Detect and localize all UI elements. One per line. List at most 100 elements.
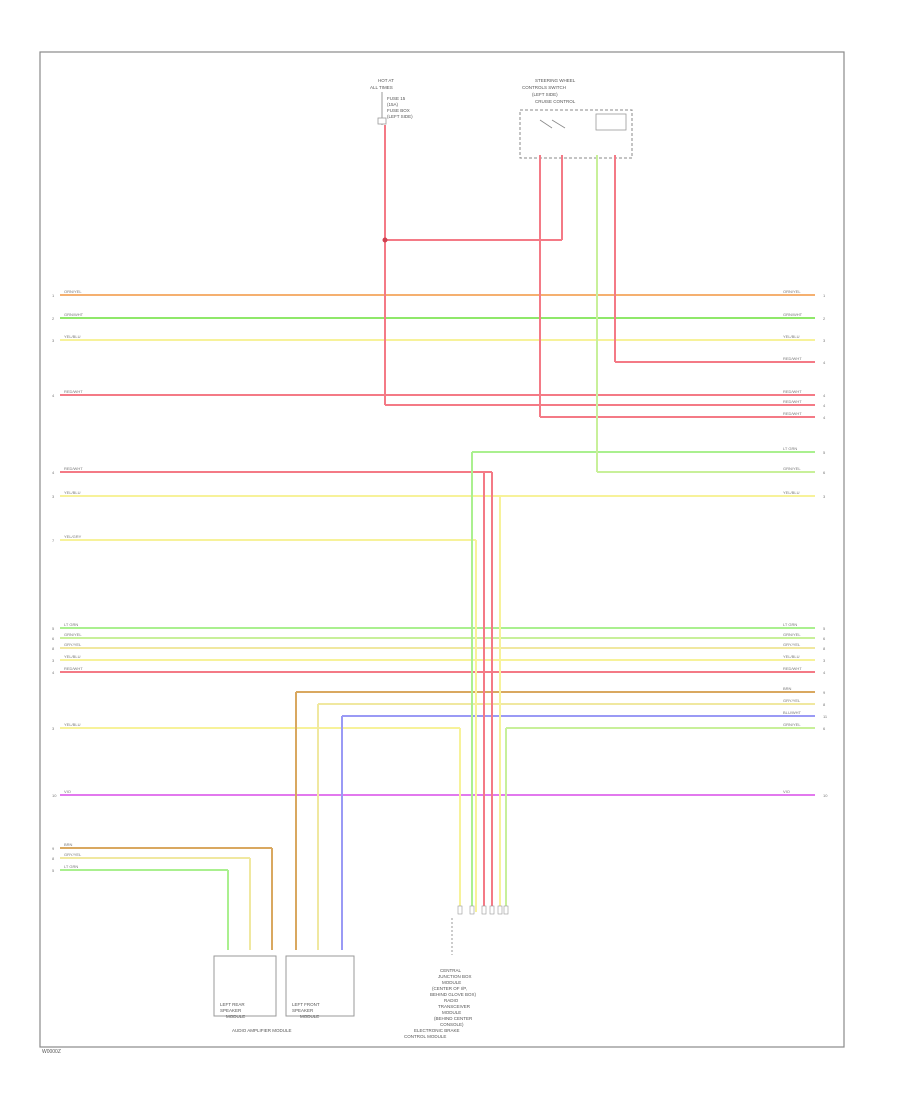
pin-number-right: 2 xyxy=(823,316,826,321)
module-label-3: MODULE xyxy=(442,980,461,985)
pin-number-right: 10 xyxy=(823,793,828,798)
connector-pin xyxy=(503,905,509,915)
fuse-label-2: ALL TIMES xyxy=(370,85,393,90)
wire-label-right: RED/WHT xyxy=(783,666,802,671)
wire-label-left: LT GRN xyxy=(64,864,78,869)
wire-label-right: RED/WHT xyxy=(783,389,802,394)
wire-harness xyxy=(60,294,815,871)
speaker-1-label-2: SPEAKER xyxy=(220,1008,242,1013)
pin-number-right: 3 xyxy=(823,658,826,663)
connector-pin xyxy=(457,905,463,915)
bottom-left-connectors: LEFT REAR SPEAKER MODULE LEFT FRONT SPEA… xyxy=(213,955,355,1033)
pin-number-right: 8 xyxy=(823,646,826,651)
switch-label-1: STEERING WHEEL xyxy=(535,78,576,83)
wire-label-right: YEL/BLU xyxy=(783,490,800,495)
pin-number-left: 5 xyxy=(52,868,55,873)
wire-label-right: GRN/YEL xyxy=(783,632,801,637)
wire-label-left: GRY/YEL xyxy=(64,642,82,647)
fuse-component: HOT AT ALL TIMES FUSE 15 (15A) FUSE BOX … xyxy=(370,78,413,125)
wire-label-right: BRN xyxy=(783,686,792,691)
pin-number-left: 4 xyxy=(52,670,55,675)
pin-number-right: 3 xyxy=(823,338,826,343)
connector-pin xyxy=(497,905,503,915)
wire-label-left: YEL/BLU xyxy=(64,722,81,727)
wire-label-right: LT GRN xyxy=(783,446,797,451)
wire-label-left: RED/WHT xyxy=(64,389,83,394)
switch-label-4: CRUISE CONTROL xyxy=(535,99,576,104)
wire-label-left: RED/WHT xyxy=(64,466,83,471)
pin-number-left: 4 xyxy=(52,470,55,475)
connector-pin xyxy=(481,905,487,915)
fuse-label-1: HOT AT xyxy=(378,78,394,83)
wire-label-left: LT GRN xyxy=(64,622,78,627)
pin-number-left: 3 xyxy=(52,338,55,343)
switch-label-2: CONTROLS SWITCH xyxy=(522,85,566,90)
wire-label-left: GRY/YEL xyxy=(64,852,82,857)
module-label-2: JUNCTION BOX xyxy=(438,974,472,979)
wire-label-left: VIO xyxy=(64,789,71,794)
module-label-11: ELECTRONIC BRAKE xyxy=(414,1028,460,1033)
speaker-1-label-3: MODULE xyxy=(226,1014,245,1019)
wire-label-left: RED/WHT xyxy=(64,666,83,671)
diagram-frame xyxy=(39,51,845,1048)
pin-number-right: 4 xyxy=(823,670,826,675)
speaker-2-label-2: SPEAKER xyxy=(292,1008,314,1013)
wire-label-left: ORN/YEL xyxy=(64,289,82,294)
module-label-9: (BEHIND CENTER xyxy=(434,1016,473,1021)
module-label-8: MODULE xyxy=(442,1010,461,1015)
wire-label-right: LT GRN xyxy=(783,622,797,627)
pin-number-left: 7 xyxy=(52,538,55,543)
wire-label-right: YEL/BLU xyxy=(783,654,800,659)
wire-label-left: GRN/WHT xyxy=(64,312,84,317)
diagram-id: W0000Z xyxy=(42,1049,61,1055)
pin-number-right: 6 xyxy=(823,726,826,731)
pin-number-right: 5 xyxy=(823,626,826,631)
wire-label-right: GRY/YEL xyxy=(783,698,801,703)
amplifier-caption: AUDIO AMPLIFIER MODULE xyxy=(232,1028,292,1033)
wire-label-right: RED/WHT xyxy=(783,411,802,416)
wire-label-right: GRY/YEL xyxy=(783,642,801,647)
pin-number-left: 3 xyxy=(52,658,55,663)
wire-label-left: YEL/BLU xyxy=(64,490,81,495)
wire-label-right: RED/WHT xyxy=(783,399,802,404)
connector-pin xyxy=(489,905,495,915)
fuse-label-5: FUSE BOX xyxy=(387,108,410,113)
wire-label-right: ORN/YEL xyxy=(783,289,801,294)
pin-number-left: 1 xyxy=(52,293,55,298)
fuse-label-4: (15A) xyxy=(387,102,399,107)
pin-number-right: 6 xyxy=(823,470,826,475)
wire-label-right: VIO xyxy=(783,789,790,794)
module-label-7: TRANSCEIVER xyxy=(438,1004,471,1009)
pin-number-left: 9 xyxy=(52,846,55,851)
pin-number-left: 3 xyxy=(52,494,55,499)
wire-label-right: RED/WHT xyxy=(783,356,802,361)
connector-pin xyxy=(469,905,475,915)
pin-number-right: 6 xyxy=(823,636,826,641)
pin-number-right: 5 xyxy=(823,450,826,455)
pin-number-right: 4 xyxy=(823,403,826,408)
switch-label-3: (LEFT SIDE) xyxy=(532,92,558,97)
pin-number-right: 4 xyxy=(823,393,826,398)
wire-label-right: GRN/YEL xyxy=(783,722,801,727)
pin-number-left: 6 xyxy=(52,636,55,641)
module-label-5: BEHIND GLOVE BOX) xyxy=(430,992,477,997)
pin-number-right: 3 xyxy=(823,494,826,499)
wire-label-left: GRN/YEL xyxy=(64,632,82,637)
module-label-10: CONSOLE) xyxy=(440,1022,464,1027)
wire-label-left: YEL/GRY xyxy=(64,534,82,539)
pin-number-left: 10 xyxy=(52,793,57,798)
splice-point xyxy=(382,237,388,243)
pin-number-left: 2 xyxy=(52,316,55,321)
pin-number-right: 4 xyxy=(823,360,826,365)
wire-label-left: YEL/BLU xyxy=(64,654,81,659)
pin-number-right: 4 xyxy=(823,415,826,420)
wire-label-left: YEL/BLU xyxy=(64,334,81,339)
speaker-1-label: LEFT REAR xyxy=(220,1002,245,1007)
pin-number-right: 8 xyxy=(823,702,826,707)
module-label-12: CONTROL MODULE xyxy=(404,1034,446,1039)
module-label-4: (CENTER OF I/P, xyxy=(432,986,467,991)
fuse-label-3: FUSE 15 xyxy=(387,96,406,101)
speaker-2-label-3: MODULE xyxy=(300,1014,319,1019)
pin-number-right: 1 xyxy=(823,293,826,298)
